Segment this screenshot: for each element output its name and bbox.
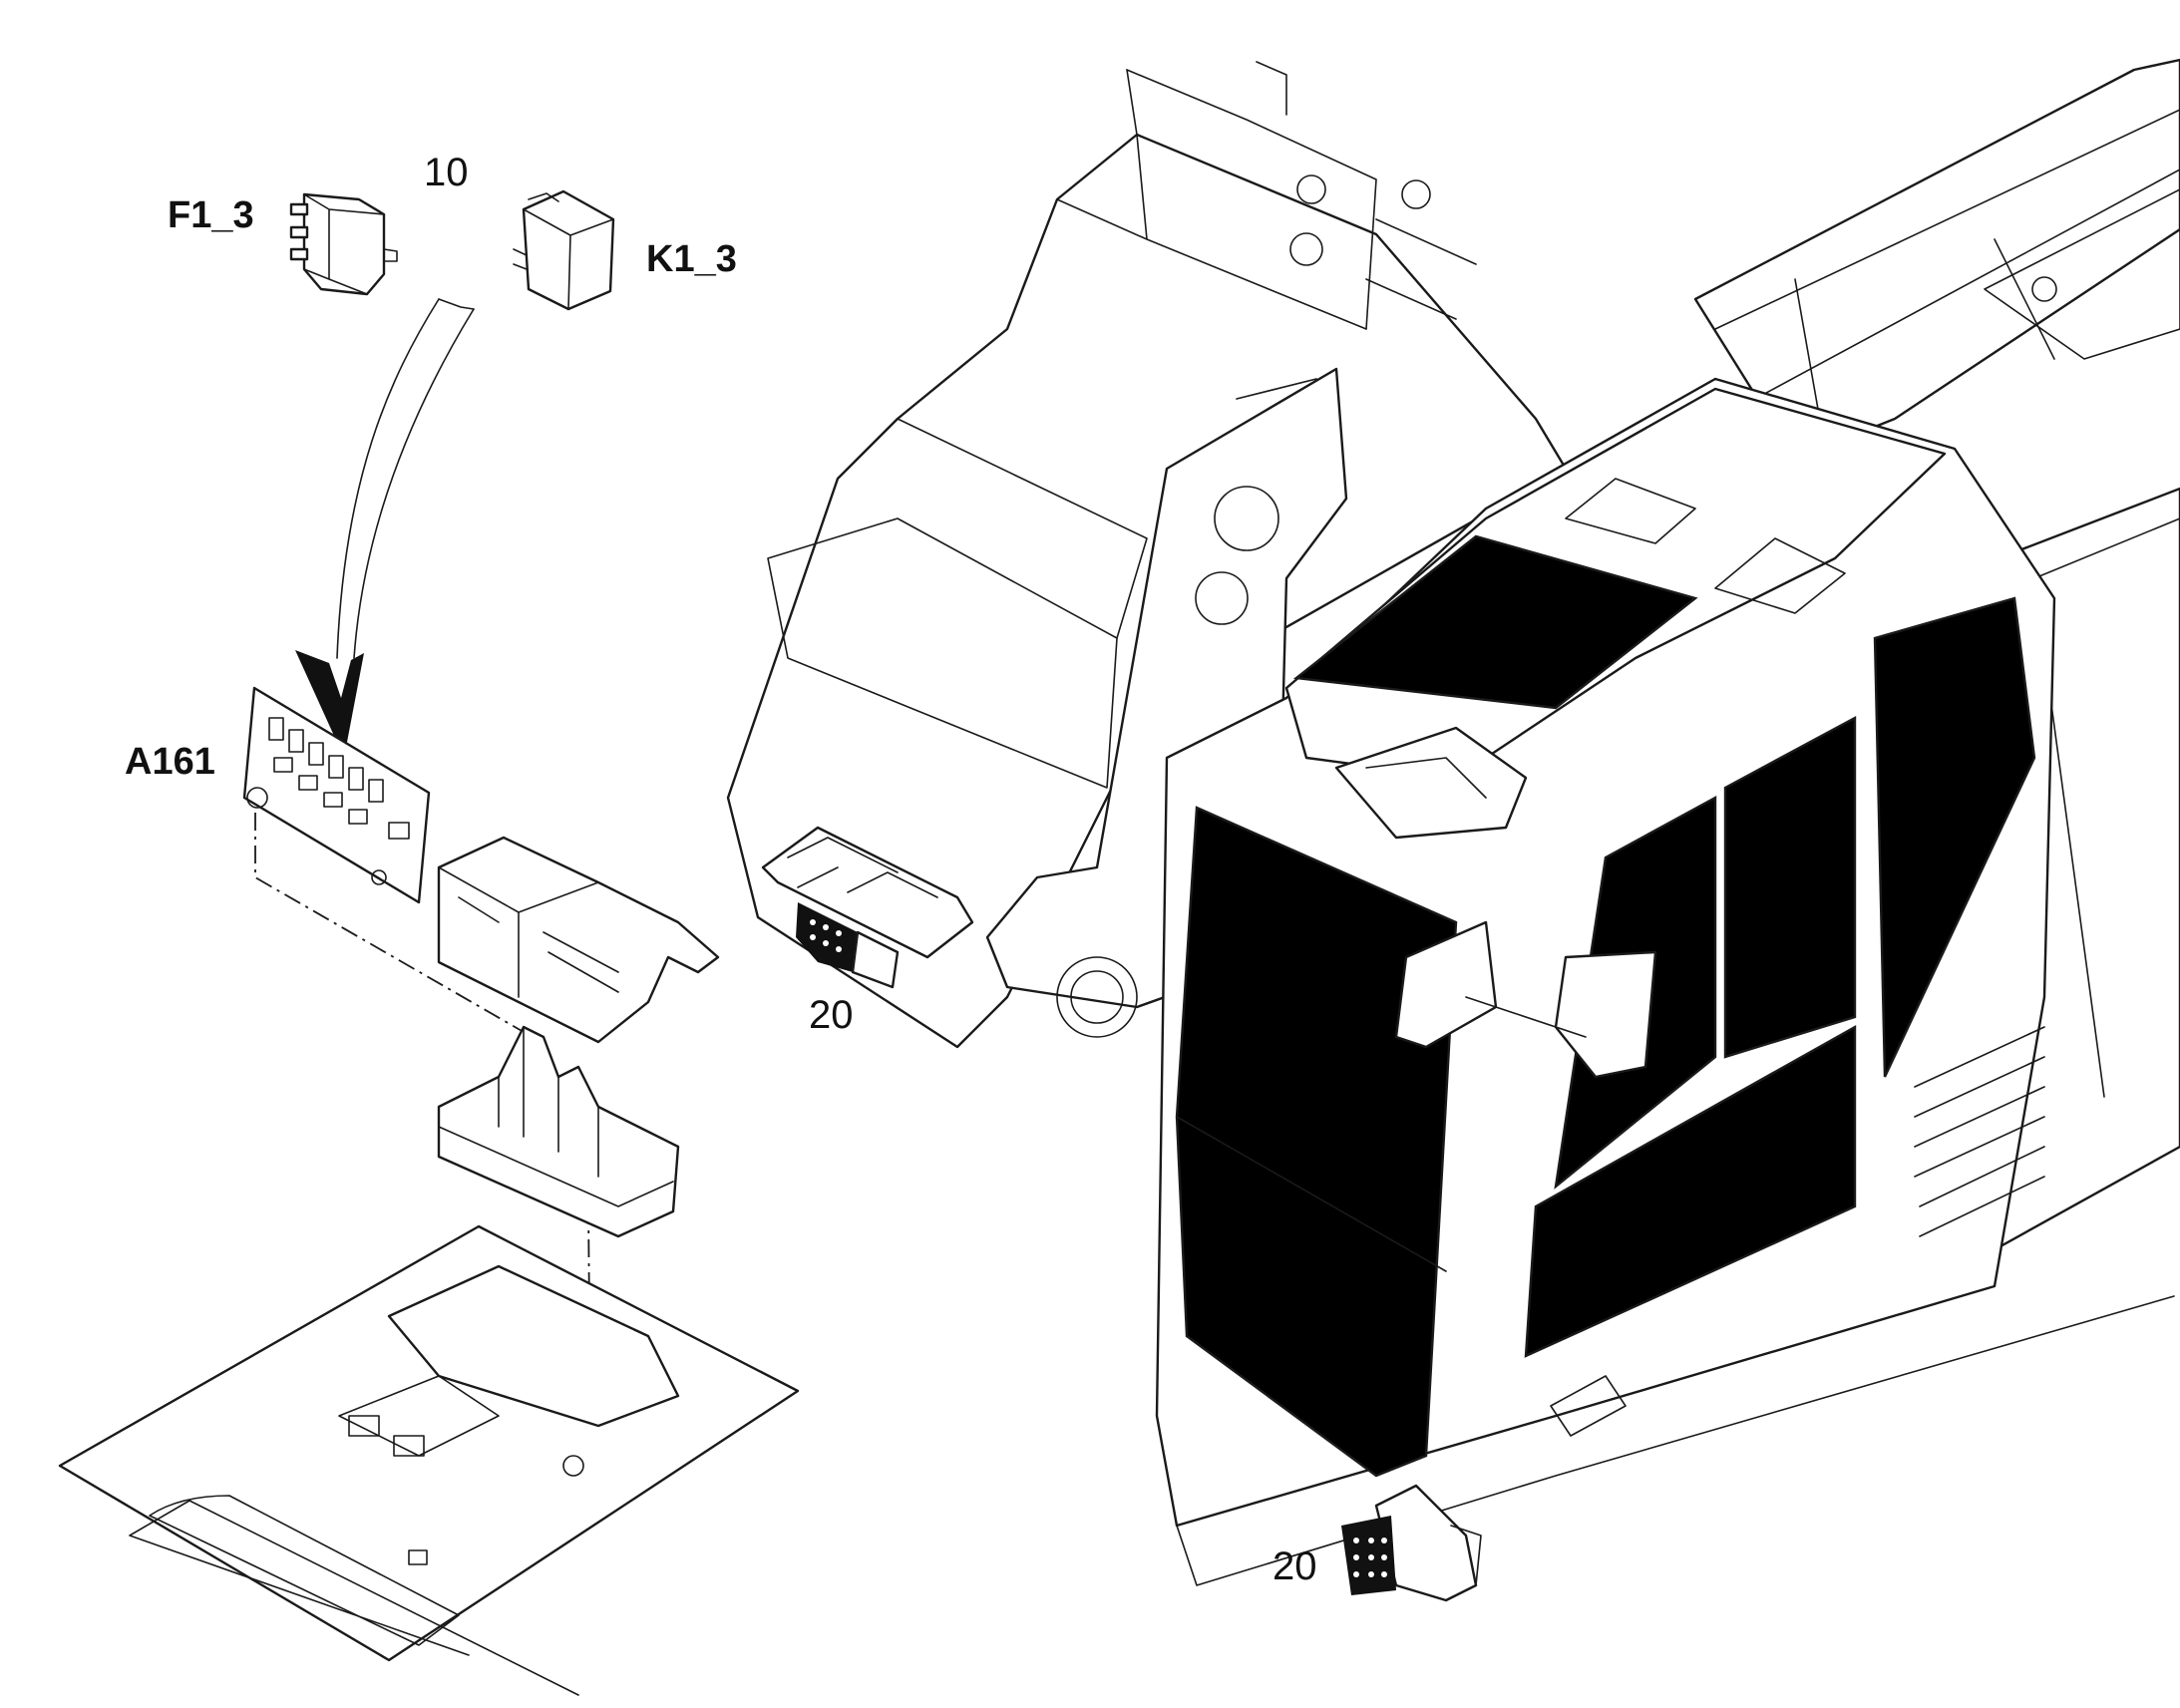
label-fuse-f1-3: F1_3 <box>168 194 254 236</box>
side-window-rear <box>1873 596 2036 1078</box>
mirror-left <box>1394 920 1498 1049</box>
label-board-a161: A161 <box>125 741 215 783</box>
door-window <box>1723 715 1857 1059</box>
lower-side-window <box>1524 1024 1857 1358</box>
label-item-20-lower: 20 <box>1272 1544 1317 1588</box>
label-item-10: 10 <box>424 151 469 194</box>
assembly-line-1 <box>254 813 525 1033</box>
relay-k1-3 <box>513 189 615 311</box>
label-relay-k1-3: K1_3 <box>646 238 737 280</box>
operator-cab <box>1155 377 2175 1586</box>
board-housing-upper <box>437 836 720 1044</box>
cab-floor-plate <box>58 1224 800 1696</box>
board-housing-lower <box>437 1025 680 1238</box>
connector-item-20-lower <box>1341 1484 1482 1602</box>
circuit-board-a161 <box>242 686 431 904</box>
mirror-right <box>1554 950 1657 1079</box>
label-item-20-upper: 20 <box>809 993 854 1037</box>
roof-window <box>1292 534 1698 710</box>
assembly-arrow <box>295 298 475 758</box>
fuse-f1-3 <box>289 192 398 296</box>
connector-item-20-upper <box>761 826 974 989</box>
